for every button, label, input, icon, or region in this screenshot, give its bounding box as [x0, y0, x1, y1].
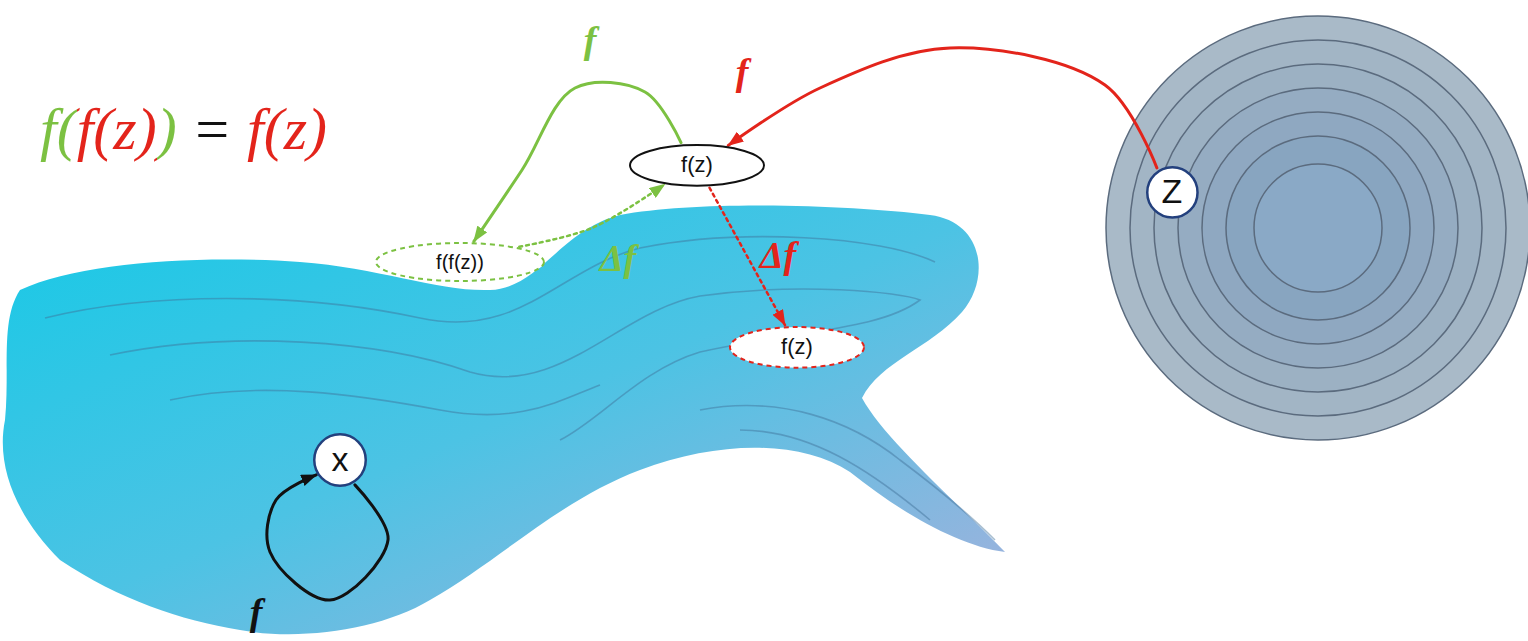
outline-ellipse	[1147, 167, 1197, 217]
map-label: Δf	[760, 236, 796, 274]
contour-line	[700, 406, 995, 540]
node-label: f(z)	[781, 335, 813, 359]
latent-rings	[1106, 16, 1528, 440]
point-ellipse: f(z)	[629, 144, 765, 187]
ring	[1154, 64, 1482, 392]
equation: f(f(z)) = f(z)	[40, 95, 333, 164]
ring	[1254, 164, 1382, 292]
node-label: f(f(z))	[436, 251, 484, 273]
node-label: f(z)	[681, 153, 713, 177]
sample-circle: x	[313, 433, 367, 487]
contour-line	[170, 385, 600, 415]
point-ellipse: f(f(z))	[375, 242, 545, 282]
node-label: Z	[1162, 173, 1183, 210]
contour-line	[110, 289, 920, 440]
ring	[1226, 136, 1410, 320]
map-label: Δf	[600, 239, 636, 277]
sample-circle: Z	[1146, 166, 1199, 219]
outline-ellipse	[730, 327, 864, 368]
map-label: f	[250, 593, 263, 631]
ring	[1130, 40, 1506, 416]
contour-line	[45, 237, 935, 322]
data-manifold	[3, 206, 1005, 635]
mapping-arrow	[519, 184, 664, 246]
ring	[1178, 88, 1458, 368]
mapping-arrow	[267, 475, 388, 600]
contour-line	[740, 430, 930, 520]
outline-ellipse	[376, 243, 544, 281]
map-label: f	[736, 53, 749, 91]
ring	[1106, 16, 1528, 440]
ring	[1202, 112, 1434, 344]
outline-ellipse	[630, 145, 764, 186]
manifold-blob	[3, 206, 1005, 635]
point-ellipse: f(z)	[729, 326, 865, 369]
map-label: f	[584, 21, 597, 59]
node-label: x	[332, 441, 349, 478]
mapping-arrow	[728, 48, 1157, 168]
outline-ellipse	[314, 434, 366, 486]
